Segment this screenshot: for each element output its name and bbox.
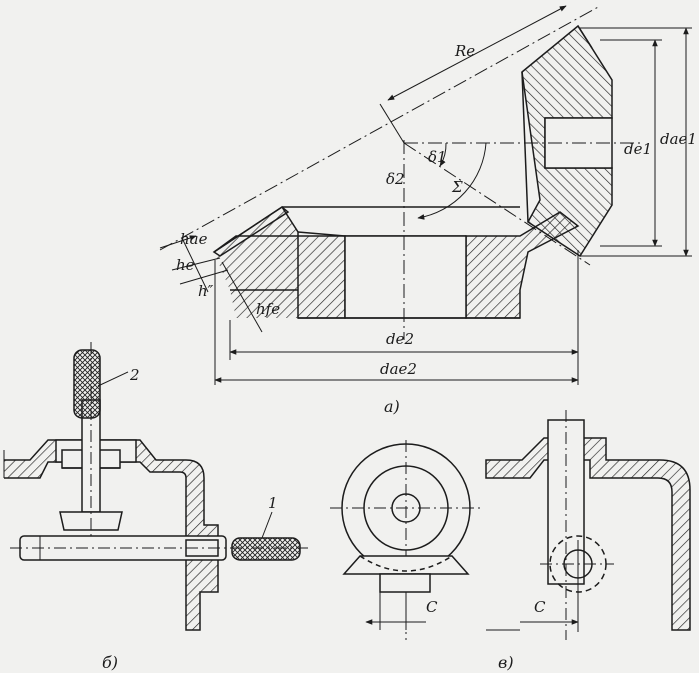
caption-part-v: в): [498, 653, 514, 672]
caption-part-b: б): [102, 653, 118, 672]
housing-wall: [4, 439, 219, 631]
label-dae1: dae1: [660, 130, 697, 148]
label-hae: hae: [180, 230, 208, 248]
driving-gear-section: [521, 24, 613, 258]
knob-2[interactable]: [73, 349, 101, 419]
label-sigma: Σ: [451, 178, 463, 196]
label-delta2: δ2: [386, 170, 405, 188]
label-c-left: C: [426, 598, 438, 616]
part-a-bevel-gear-pair: Re δ1 δ2 Σ de1 dae1 hae he h″ hfe de2 da…: [159, 5, 697, 416]
label-de2: de2: [386, 330, 414, 348]
label-c-right: C: [534, 598, 546, 616]
housing-section-right: [485, 437, 691, 631]
label-delta1: δ1: [428, 148, 447, 166]
knob-1[interactable]: [231, 537, 301, 561]
label-he: he: [176, 256, 195, 274]
label-dae2: dae2: [380, 360, 417, 378]
label-de1: de1: [624, 140, 652, 158]
label-hfe: hfe: [256, 300, 280, 318]
part-v-end-views: C C в): [330, 410, 691, 672]
dimension-lines: [159, 5, 692, 385]
label-re: Re: [454, 42, 475, 60]
label-item-1: 1: [268, 494, 278, 512]
label-item-2: 2: [129, 366, 140, 384]
label-h-dblprime: h″: [198, 282, 214, 300]
caption-part-a: а): [384, 397, 400, 416]
part-b-housing-assembly: 2 1 б): [3, 342, 310, 672]
